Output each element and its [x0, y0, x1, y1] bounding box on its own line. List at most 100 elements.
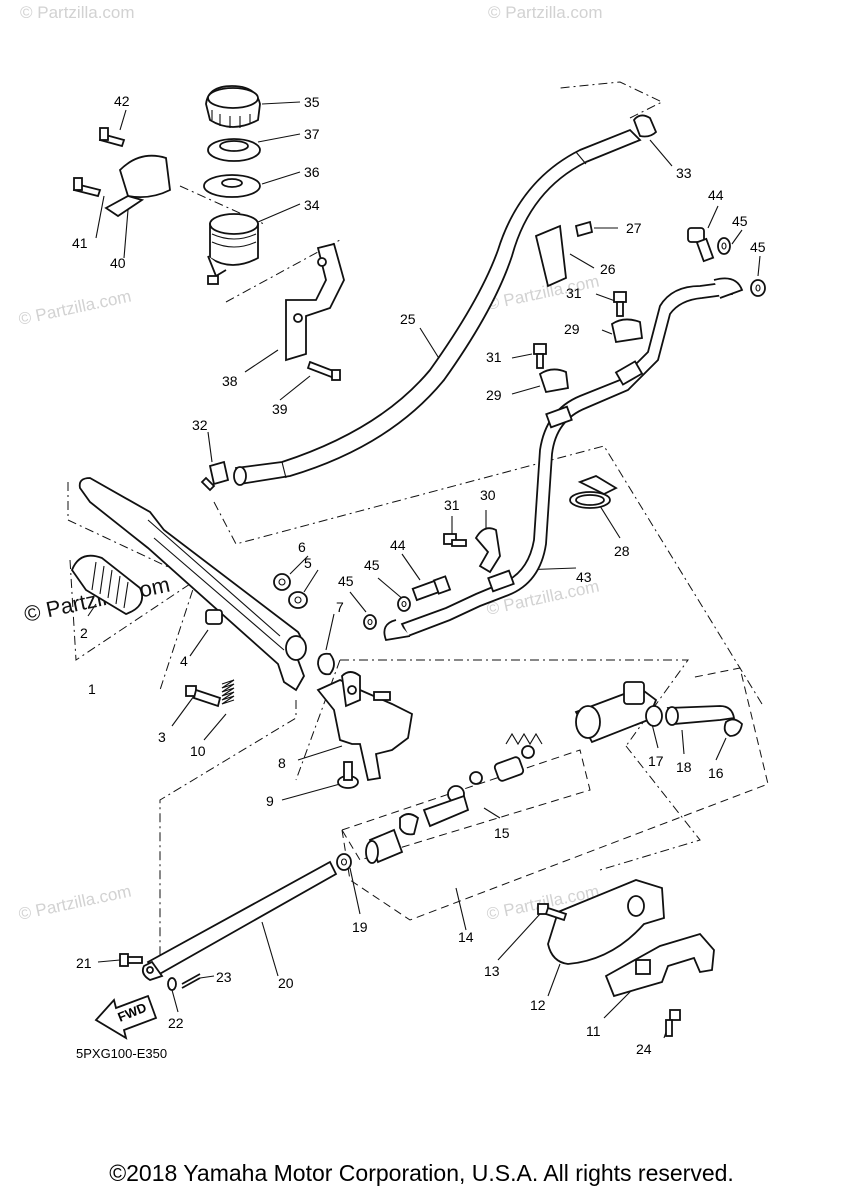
- o-ring-icon: [645, 705, 663, 727]
- part-label: 2: [80, 625, 88, 641]
- part-label: 45: [338, 573, 354, 589]
- pin-icon: [119, 953, 143, 967]
- part-label: 29: [564, 321, 580, 337]
- hose-bracket-icon: [534, 220, 594, 288]
- part-label: 24: [636, 1041, 652, 1057]
- brake-pedal-icon: [78, 477, 307, 692]
- spring-icon: [221, 679, 235, 705]
- part-label: 32: [192, 417, 208, 433]
- part-label: 27: [626, 220, 642, 236]
- reservoir-hose-icon: [233, 128, 642, 486]
- bolt-icon: [533, 343, 547, 369]
- circlip-icon: [317, 652, 335, 676]
- bolt-icon: [337, 761, 359, 789]
- watermark: © Partzilla.com: [20, 3, 135, 22]
- pedal-bracket-icon: [316, 671, 413, 782]
- part-label: 31: [566, 285, 582, 301]
- pedal-pad-icon: [70, 554, 144, 615]
- washer-icon: [363, 614, 377, 630]
- part-label: 45: [750, 239, 766, 255]
- copyright-notice: ©2018 Yamaha Motor Corporation, U.S.A. A…: [109, 1160, 734, 1186]
- part-label: 3: [158, 729, 166, 745]
- circlip-icon: [723, 718, 743, 737]
- part-label: 44: [708, 187, 724, 203]
- hose-clip-icon: [200, 460, 230, 492]
- bolt-icon: [665, 1009, 681, 1037]
- hose-clamp-icon: [474, 527, 501, 574]
- part-label: 20: [278, 975, 294, 991]
- part-label: 31: [444, 497, 460, 513]
- reservoir-bracket-icon: [285, 242, 345, 362]
- guide-lines: [67, 81, 769, 960]
- leader-lines: [87, 101, 761, 1039]
- part-label: 45: [732, 213, 748, 229]
- brake-hose-icon: [383, 277, 744, 642]
- part-label: 18: [676, 759, 692, 775]
- part-label: 45: [364, 557, 380, 573]
- washer-icon: [167, 977, 177, 991]
- part-label: 15: [494, 825, 510, 841]
- part-label: 14: [458, 929, 474, 945]
- part-label: 28: [614, 543, 630, 559]
- watermark: © Partzilla.com: [17, 882, 133, 924]
- part-label: 5: [304, 555, 312, 571]
- part-labels: 1 2 3 4 5 6 7 8 9 10 11 12 13 14 15 16 1…: [72, 93, 766, 1057]
- part-label: 30: [480, 487, 496, 503]
- part-label: 7: [336, 599, 344, 615]
- part-label: 37: [304, 126, 320, 142]
- hose-clamp-icon: [569, 475, 618, 509]
- part-label: 33: [676, 165, 692, 181]
- nut-icon: [336, 853, 352, 871]
- diaphragm-plate-icon: [203, 174, 261, 198]
- part-label: 19: [352, 919, 368, 935]
- nut-icon: [205, 609, 223, 625]
- push-rod-icon: [141, 860, 338, 981]
- watermark: © Partzilla.com: [488, 3, 603, 22]
- bolt-icon: [613, 291, 627, 317]
- diaphragm-icon: [207, 138, 261, 162]
- part-label: 39: [272, 401, 288, 417]
- reservoir-cap-icon: [205, 85, 261, 128]
- part-label: 26: [600, 261, 616, 277]
- bolt-icon: [98, 127, 126, 148]
- part-label: 22: [168, 1015, 184, 1031]
- part-label: 34: [304, 197, 320, 213]
- part-label: 11: [586, 1023, 601, 1039]
- part-label: 6: [298, 539, 306, 555]
- part-label: 10: [190, 743, 206, 759]
- parts: [70, 85, 766, 1037]
- bracket-icon: [604, 932, 715, 998]
- part-label: 42: [114, 93, 130, 109]
- reservoir-clamp-icon: [104, 154, 171, 218]
- part-label: 25: [400, 311, 416, 327]
- cotter-pin-icon: [181, 973, 201, 989]
- part-label: 8: [278, 755, 286, 771]
- part-label: 40: [110, 255, 126, 271]
- part-label: 1: [88, 681, 96, 697]
- master-cylinder-kit-icon: [399, 732, 543, 836]
- part-label: 41: [72, 235, 88, 251]
- part-label: 23: [216, 969, 232, 985]
- bolt-icon: [72, 177, 102, 198]
- part-label: 16: [708, 765, 724, 781]
- part-label: 13: [484, 963, 500, 979]
- reservoir-icon: [207, 213, 259, 285]
- part-label: 31: [486, 349, 502, 365]
- diagram-code: 5PXG100-E350: [76, 1046, 167, 1061]
- hose-clip-icon: [632, 114, 658, 138]
- washer-icon: [717, 237, 731, 255]
- part-label: 4: [180, 653, 188, 669]
- bolt-icon: [443, 533, 467, 547]
- bushing-icon: [273, 573, 291, 591]
- union-bolt-icon: [687, 227, 715, 263]
- hose-clamp-icon: [610, 318, 644, 344]
- washer-icon: [750, 279, 766, 297]
- forward-arrow-icon: FWD: [94, 994, 158, 1040]
- guard-icon: [547, 879, 665, 965]
- part-label: 38: [222, 373, 238, 389]
- washer-icon: [397, 596, 411, 612]
- part-label: 36: [304, 164, 320, 180]
- union-bolt-icon: [411, 575, 452, 602]
- hose-clamp-icon: [538, 368, 569, 394]
